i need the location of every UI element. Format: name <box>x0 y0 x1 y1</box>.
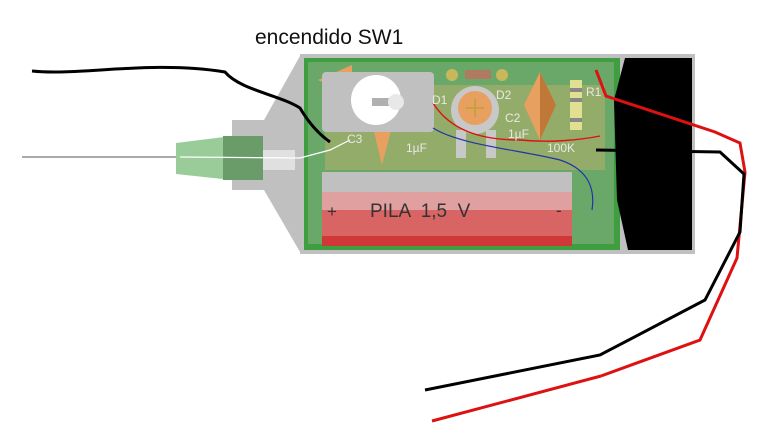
label-d2: D2 <box>496 88 512 102</box>
probe-sleeve <box>263 150 295 170</box>
label-c3: C3 <box>347 132 363 146</box>
label-c2-value: 1µF <box>508 127 529 141</box>
switch-knob <box>388 94 404 110</box>
resistor-r1 <box>570 80 582 130</box>
label-r1: R1 <box>586 85 602 99</box>
label-c2: C2 <box>505 111 521 125</box>
wire-blue <box>432 127 594 211</box>
battery-minus: - <box>556 201 562 220</box>
trimmer-leg <box>456 130 466 158</box>
wire-red-inner <box>432 102 601 142</box>
wire-black-right <box>424 148 746 392</box>
trimmer-leg <box>486 130 496 158</box>
label-d1: D1 <box>432 93 448 107</box>
label-r1-value: 100K <box>547 141 575 155</box>
switch-lever <box>372 98 394 106</box>
diagram-title: encendido SW1 <box>255 26 404 49</box>
wire-white <box>179 139 351 159</box>
diode-d2 <box>465 70 491 79</box>
battery-label: PILA 1,5 V <box>370 201 471 222</box>
wire-red <box>594 69 747 378</box>
wire-black-left <box>31 65 331 144</box>
label-c3-value: 1µF <box>406 141 427 155</box>
d2-pad <box>446 69 458 81</box>
d2-pad <box>496 69 508 81</box>
end-cap <box>614 58 692 250</box>
battery-plus: + <box>327 202 337 221</box>
probe-tip <box>176 136 232 180</box>
